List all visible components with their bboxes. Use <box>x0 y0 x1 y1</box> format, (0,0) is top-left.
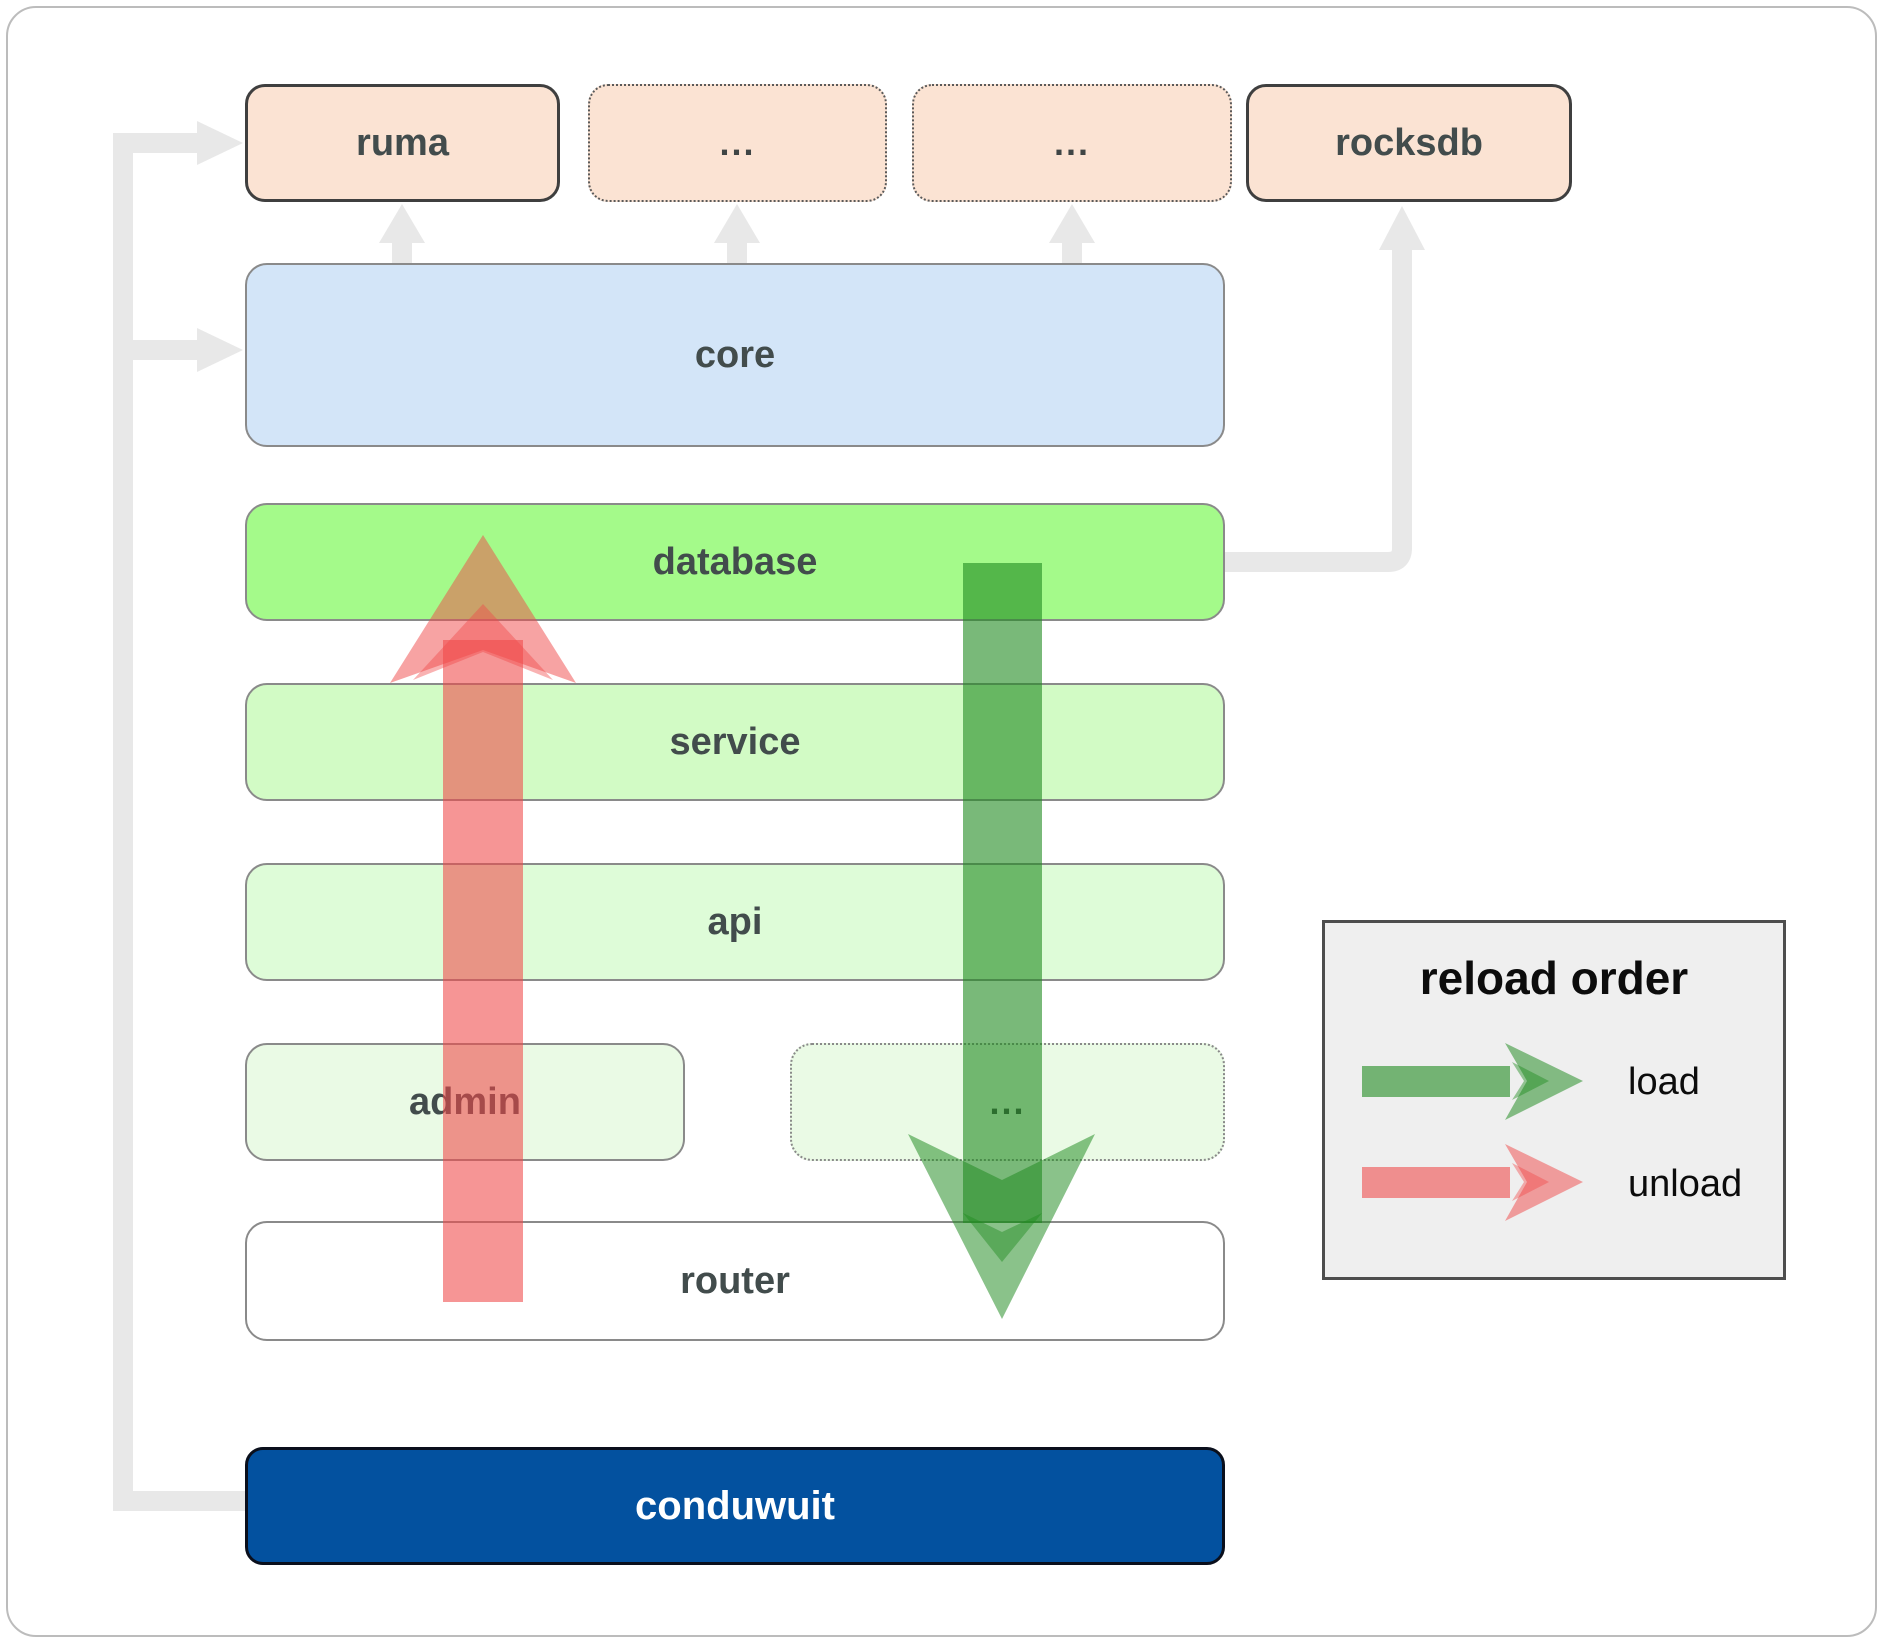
box-conduwuit-label: conduwuit <box>635 1483 835 1528</box>
legend-unload-arrow <box>1362 1144 1583 1221</box>
legend-load-arrow <box>1362 1043 1583 1120</box>
left-connector-bottom-horizontal <box>123 1491 245 1511</box>
load-arrow-head-large <box>908 1134 1095 1319</box>
unload-arrow <box>390 535 576 1302</box>
legend-title: reload order <box>1419 952 1689 1004</box>
load-arrow-shaft <box>963 563 1042 1223</box>
load-arrow <box>908 563 1095 1319</box>
left-connector-top-horizontal <box>113 133 197 153</box>
box-service-label: service <box>669 720 801 763</box>
box-dependency-ellipsis-2: ... <box>912 84 1232 202</box>
legend-unload-arrow-head-large <box>1505 1144 1583 1221</box>
arrowhead-into-rocksdb <box>1379 206 1425 250</box>
box-ruma: ruma <box>245 84 560 202</box>
box-ruma-label: ruma <box>356 121 449 164</box>
box-conduwuit: conduwuit <box>245 1447 1225 1565</box>
box-core-label: core <box>694 333 776 376</box>
unload-arrow-head-small <box>413 604 553 680</box>
legend-load-label: load <box>1628 1061 1700 1103</box>
box-database: database <box>245 503 1225 621</box>
core-to-ellipsis1-arrow-shaft <box>727 238 747 267</box>
arrowhead-into-ruma <box>197 121 243 165</box>
core-to-ellipsis2-arrowhead <box>1049 204 1095 243</box>
legend-load-arrow-shaft <box>1362 1066 1510 1097</box>
box-database-label: database <box>652 540 818 583</box>
legend-unload-arrow-head-small <box>1512 1163 1549 1201</box>
unload-arrow-head-large <box>390 535 576 683</box>
box-router: router <box>245 1221 1225 1341</box>
box-rocksdb: rocksdb <box>1246 84 1572 202</box>
core-to-ruma-arrowhead <box>379 204 425 243</box>
box-api-label: api <box>707 900 763 943</box>
box-router-label: router <box>680 1259 790 1302</box>
unload-arrow-shaft <box>443 640 523 1302</box>
core-to-ellipsis1-arrowhead <box>714 204 760 243</box>
box-dependency-ellipsis-2-label: ... <box>1053 122 1090 163</box>
legend-load-arrow-head-large <box>1505 1043 1583 1120</box>
legend-reload-order: reload order load unload <box>1322 920 1786 1280</box>
legend-unload-label: unload <box>1628 1163 1743 1205</box>
left-connector-vertical <box>113 133 133 1511</box>
box-api: api <box>245 863 1225 981</box>
core-to-ellipsis2-arrow-shaft <box>1062 238 1082 267</box>
legend-unload-arrow-shaft <box>1362 1167 1510 1198</box>
arrowhead-into-core <box>197 328 243 372</box>
box-rocksdb-label: rocksdb <box>1335 121 1483 164</box>
load-arrow-head-small <box>963 1213 1042 1262</box>
box-service: service <box>245 683 1225 801</box>
box-core: core <box>245 263 1225 447</box>
box-dependency-ellipsis-1: ... <box>588 84 887 202</box>
core-to-ruma-arrow-shaft <box>392 238 412 267</box>
database-to-rocksdb-connector <box>1223 248 1412 572</box>
box-dependency-ellipsis-1-label: ... <box>719 122 756 163</box>
legend-load-arrow-head-small <box>1512 1062 1549 1100</box>
left-connector-core-branch <box>133 340 197 360</box>
